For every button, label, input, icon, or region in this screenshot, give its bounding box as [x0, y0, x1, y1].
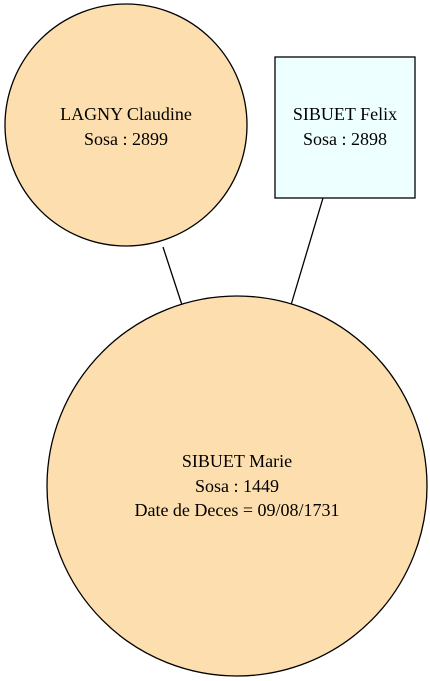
node-father[interactable]: SIBUET Felix Sosa : 2898: [274, 56, 416, 199]
mother-name: LAGNY Claudine: [60, 104, 192, 124]
child-death-date: Date de Deces = 09/08/1731: [134, 500, 339, 520]
father-square: [274, 56, 416, 199]
child-name: SIBUET Marie: [182, 451, 292, 471]
mother-sosa: Sosa : 2899: [84, 129, 168, 149]
edge-father-to-child: [290, 197, 324, 306]
child-sosa: Sosa : 1449: [195, 476, 279, 496]
node-mother[interactable]: LAGNY Claudine Sosa : 2899: [4, 3, 248, 247]
edge-mother-to-child: [162, 246, 183, 306]
child-circle: [46, 295, 428, 677]
father-name: SIBUET Felix: [293, 104, 397, 124]
father-sosa: Sosa : 2898: [303, 129, 387, 149]
node-child[interactable]: SIBUET Marie Sosa : 1449 Date de Deces =…: [46, 295, 428, 677]
mother-circle: [4, 3, 248, 247]
